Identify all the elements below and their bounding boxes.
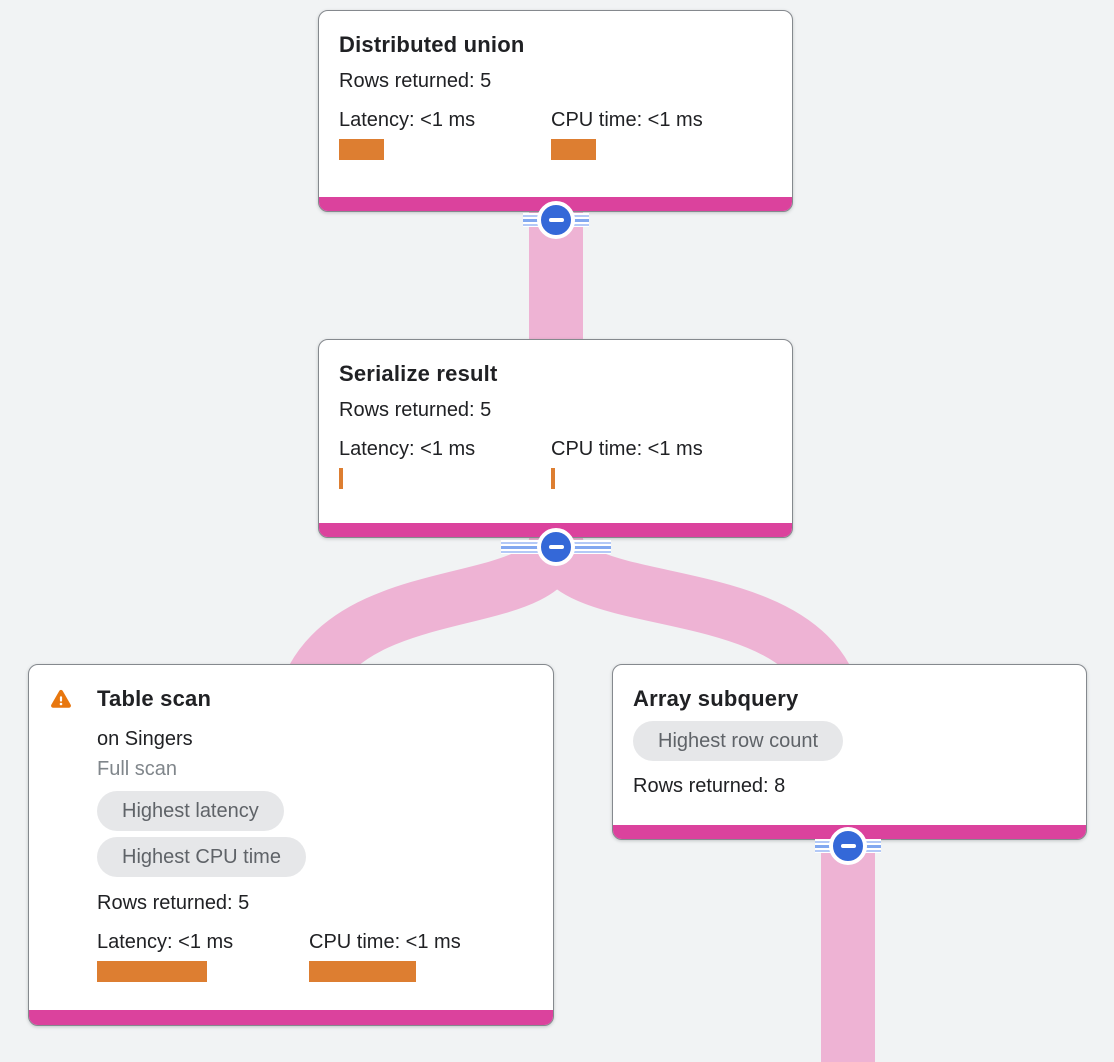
cpu-time-bar — [309, 961, 416, 982]
full-scan-note: Full scan — [97, 758, 178, 780]
node-subtitle: on Singers — [97, 728, 193, 750]
node-title: Array subquery — [633, 686, 799, 711]
cpu-metric: CPU time: <1 ms — [551, 438, 763, 489]
cpu-metric: CPU time: <1 ms — [309, 931, 521, 982]
latency-label: Latency: <1 ms — [339, 438, 476, 460]
highest-latency-badge: Highest latency — [97, 791, 284, 831]
collapse-button-serialize-result[interactable] — [501, 528, 611, 566]
link-serialize-result-to-array-subquery — [529, 534, 850, 693]
minus-circle-icon — [537, 528, 575, 566]
latency-bar — [339, 139, 384, 160]
latency-label: Latency: <1 ms — [339, 109, 476, 131]
node-array-subquery[interactable]: Array subquery Highest row count Rows re… — [612, 664, 1087, 840]
node-header: Table scan — [49, 686, 533, 716]
link-serialize-result-to-table-scan — [289, 534, 583, 693]
minus-glyph — [840, 844, 856, 848]
node-table-scan[interactable]: Table scan on Singers Full scan Highest … — [28, 664, 554, 1026]
latency-metric: Latency: <1 ms — [339, 438, 551, 489]
latency-metric: Latency: <1 ms — [97, 931, 309, 982]
warning-triangle-icon — [49, 686, 73, 716]
node-title: Serialize result — [339, 361, 498, 386]
badge-row: Highest row count — [633, 721, 1066, 767]
minus-circle-icon — [829, 827, 867, 865]
highest-cpu-time-badge: Highest CPU time — [97, 837, 306, 877]
rows-returned-text: Rows returned: 5 — [339, 399, 492, 421]
cpu-metric: CPU time: <1 ms — [551, 109, 763, 160]
cpu-time-label: CPU time: <1 ms — [551, 109, 703, 131]
minus-glyph — [548, 218, 564, 222]
node-distributed-union[interactable]: Distributed union Rows returned: 5 Laten… — [318, 10, 793, 212]
latency-bar — [339, 468, 343, 489]
minus-glyph — [548, 545, 564, 549]
cpu-time-label: CPU time: <1 ms — [551, 438, 703, 460]
collapse-button-array-subquery[interactable] — [815, 827, 881, 865]
rows-returned-text: Rows returned: 5 — [339, 70, 492, 92]
rows-returned-text: Rows returned: 5 — [97, 892, 250, 914]
cpu-time-bar — [551, 139, 596, 160]
cpu-time-bar — [551, 468, 555, 489]
rows-returned-text: Rows returned: 8 — [633, 775, 786, 797]
metrics-row: Latency: <1 ms CPU time: <1 ms — [339, 109, 772, 160]
node-footer-accent — [29, 1010, 553, 1025]
highest-row-count-badge: Highest row count — [633, 721, 844, 761]
badge-row: Highest CPU time — [97, 837, 533, 883]
node-serialize-result[interactable]: Serialize result Rows returned: 5 Latenc… — [318, 339, 793, 538]
metrics-row: Latency: <1 ms CPU time: <1 ms — [97, 931, 533, 982]
metrics-row: Latency: <1 ms CPU time: <1 ms — [339, 438, 772, 489]
node-title: Distributed union — [339, 32, 525, 57]
minus-circle-icon — [537, 201, 575, 239]
latency-metric: Latency: <1 ms — [339, 109, 551, 160]
badge-row: Highest latency — [97, 791, 533, 837]
collapse-button-distributed-union[interactable] — [523, 201, 589, 239]
node-title: Table scan — [97, 686, 212, 711]
cpu-time-label: CPU time: <1 ms — [309, 931, 461, 953]
latency-bar — [97, 961, 207, 982]
latency-label: Latency: <1 ms — [97, 931, 234, 953]
